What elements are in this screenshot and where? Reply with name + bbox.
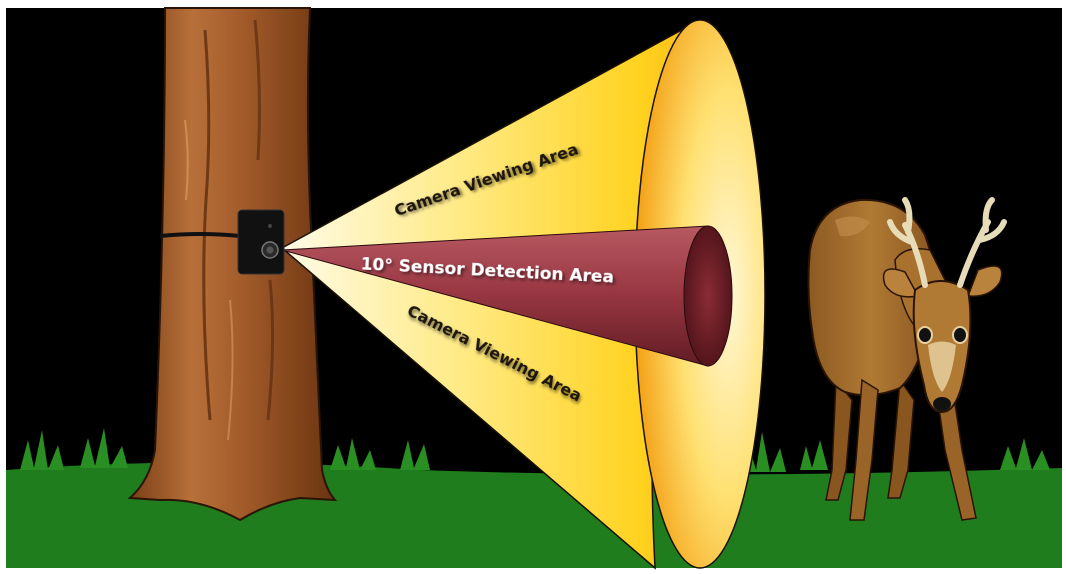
- camera-strap: [160, 234, 240, 236]
- trail-camera-icon: [238, 210, 284, 274]
